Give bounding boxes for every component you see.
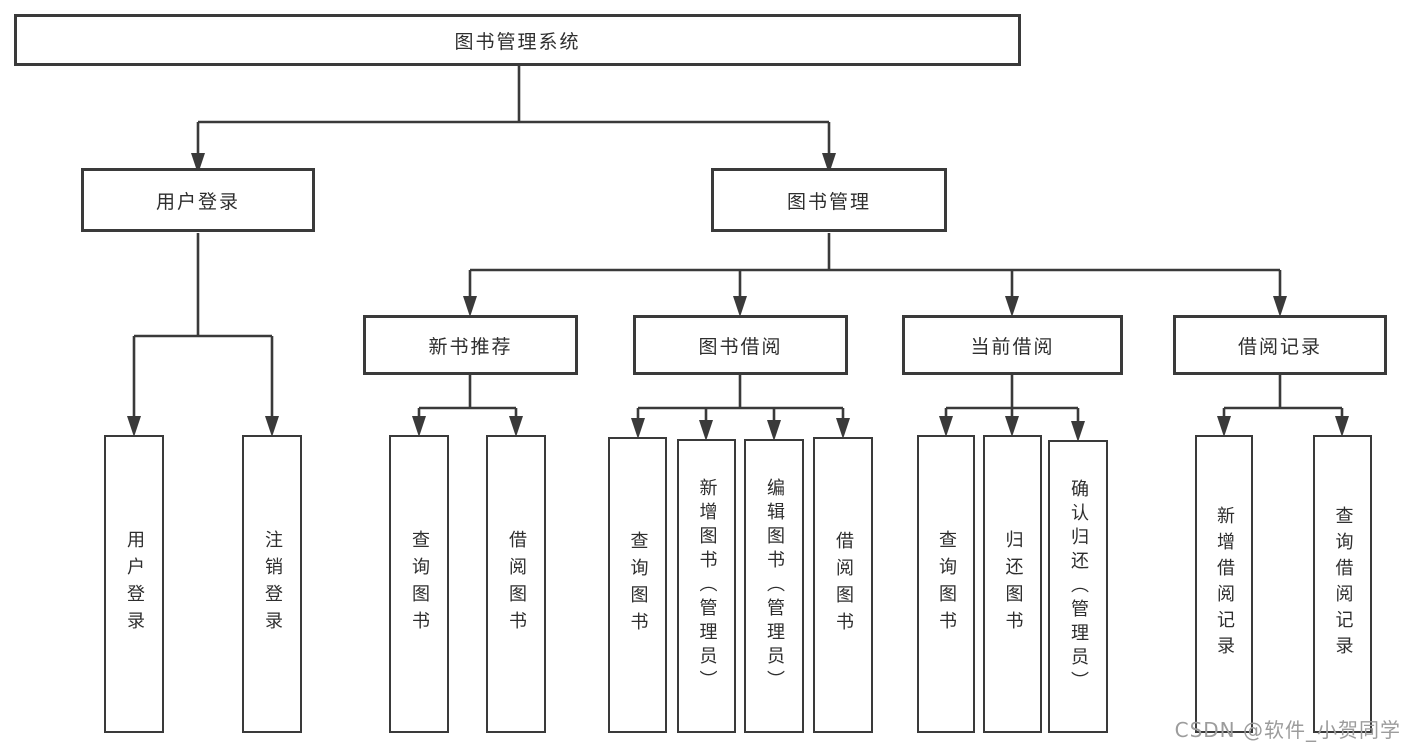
leaf-query-books-borrowing: 查询图书 xyxy=(608,437,667,733)
node-new-book-recommend: 新书推荐 xyxy=(363,315,578,375)
leaf-query-books-current: 查询图书 xyxy=(917,435,975,733)
leaf-query-borrow-record: 查询借阅记录 xyxy=(1313,435,1372,733)
arrowhead-icon xyxy=(699,420,713,441)
arrowhead-icon xyxy=(836,418,850,439)
arrowhead-icon xyxy=(412,416,426,437)
node-book-borrowing: 图书借阅 xyxy=(633,315,848,375)
connector-rails xyxy=(134,66,1342,410)
leaf-add-books-admin: 新增图书（管理员） xyxy=(677,439,736,733)
node-current-borrowing: 当前借阅 xyxy=(902,315,1123,375)
arrowhead-icon xyxy=(767,420,781,441)
leaf-add-borrow-record: 新增借阅记录 xyxy=(1195,435,1253,733)
node-borrow-records: 借阅记录 xyxy=(1173,315,1387,375)
leaf-user-login: 用户登录 xyxy=(104,435,164,733)
arrowhead-icon xyxy=(1273,296,1287,317)
leaf-confirm-return-admin: 确认归还（管理员） xyxy=(1048,440,1108,733)
arrowhead-icon xyxy=(463,296,477,317)
leaf-return-books: 归还图书 xyxy=(983,435,1042,733)
node-book-management: 图书管理 xyxy=(711,168,947,232)
leaf-borrow-books-borrowing: 借阅图书 xyxy=(813,437,873,733)
arrowhead-icon xyxy=(939,416,953,437)
arrowhead-icon xyxy=(191,153,205,174)
arrowhead-icon xyxy=(733,296,747,317)
leaf-borrow-books-recommend: 借阅图书 xyxy=(486,435,546,733)
leaf-edit-books-admin: 编辑图书（管理员） xyxy=(744,439,804,733)
leaf-logout-login: 注销登录 xyxy=(242,435,302,733)
arrowhead-icon xyxy=(631,418,645,439)
node-user-login: 用户登录 xyxy=(81,168,315,232)
arrowhead-icon xyxy=(1071,421,1085,442)
arrowhead-icon xyxy=(822,153,836,174)
arrowhead-icon xyxy=(1217,416,1231,437)
node-root-library-management-system: 图书管理系统 xyxy=(14,14,1021,66)
arrowhead-icon xyxy=(509,416,523,437)
arrowhead-icon xyxy=(1005,416,1019,437)
arrowhead-icon xyxy=(1005,296,1019,317)
arrowhead-icon xyxy=(265,416,279,437)
arrowhead-icon xyxy=(1335,416,1349,437)
leaf-query-books-recommend: 查询图书 xyxy=(389,435,449,733)
arrowhead-icon xyxy=(127,416,141,437)
